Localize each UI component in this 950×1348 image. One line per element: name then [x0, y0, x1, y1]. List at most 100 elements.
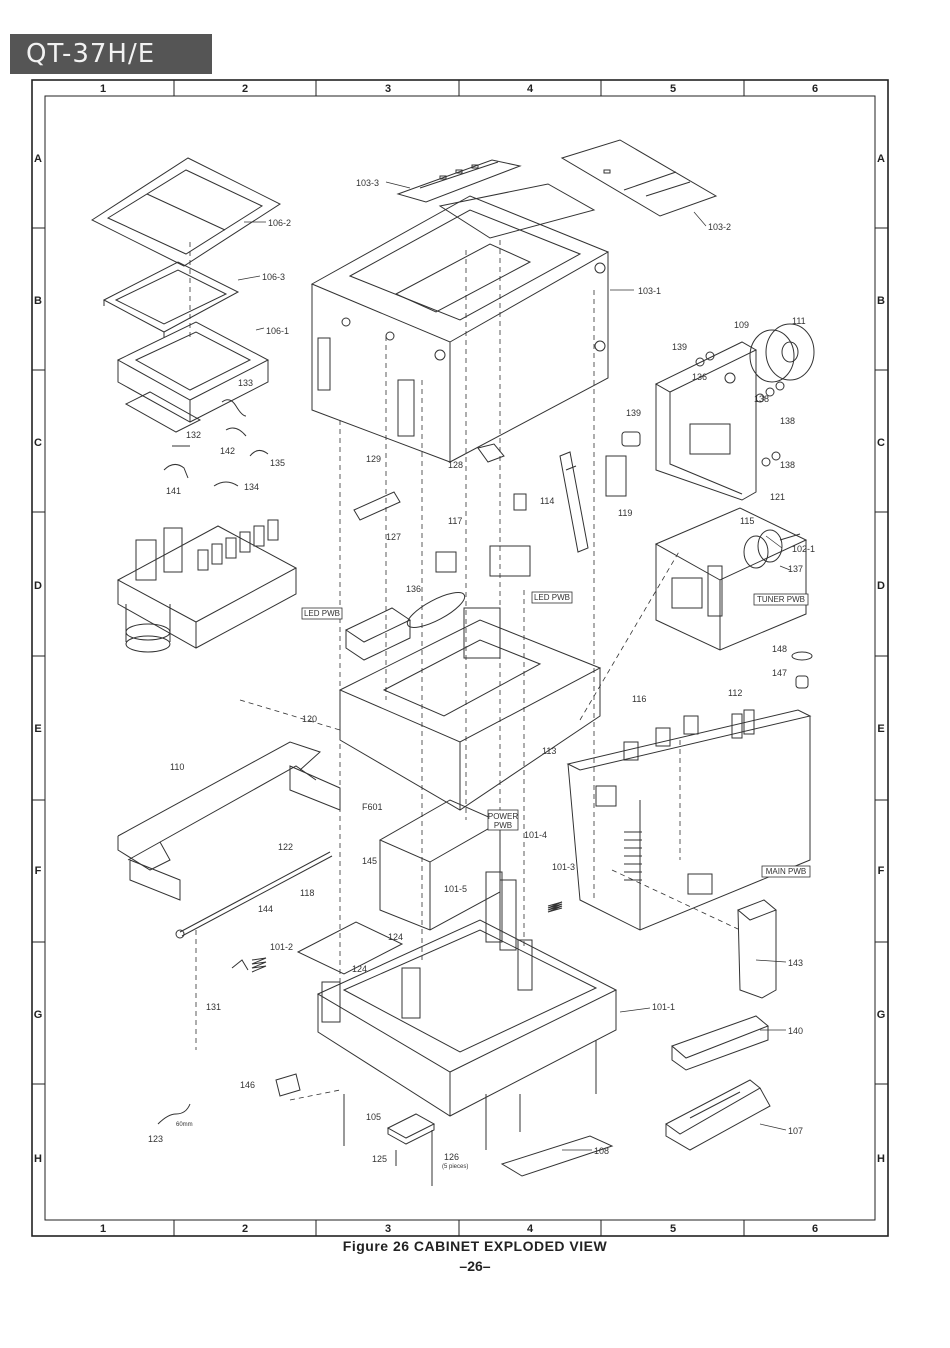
cassette-mechanism	[116, 519, 298, 653]
part-label: 135	[270, 458, 285, 468]
part-label: 144	[258, 904, 273, 914]
col-label: 5	[670, 1223, 676, 1235]
main-cabinet-103-1	[310, 183, 610, 463]
inner-frame	[44, 95, 876, 1221]
col-label: 4	[527, 1223, 534, 1235]
part-label: 106-2	[268, 218, 291, 228]
part-label: 133	[238, 378, 253, 388]
part-label: 145	[362, 856, 377, 866]
part-label: 118	[300, 888, 314, 898]
part-label: 101-5	[444, 884, 467, 894]
part-label: 107	[788, 1126, 803, 1136]
col-label: 6	[812, 83, 818, 95]
col-label: 2	[242, 83, 248, 95]
mechanism-left	[124, 391, 269, 487]
part-label: 122	[278, 842, 293, 852]
part-label: 108	[594, 1146, 609, 1156]
part-label: 116	[632, 694, 646, 704]
assembly-guides	[189, 240, 741, 1101]
led-pwb-label: LED PWB	[304, 609, 340, 618]
small-parts-center	[353, 443, 531, 577]
part-label: 127	[386, 532, 401, 542]
cover-panel-106-2	[90, 157, 282, 267]
belt-136	[406, 592, 466, 628]
part-label: 136	[406, 584, 421, 594]
row-label: H	[877, 1153, 885, 1165]
part-label: 129	[366, 454, 381, 464]
coil-stack	[624, 831, 642, 881]
row-label: B	[877, 295, 885, 307]
part-label: 109	[734, 320, 749, 330]
part-label: 106-1	[266, 326, 289, 336]
window-holder-106-1	[116, 321, 270, 423]
tuner-pwb-label: TUNER PWB	[757, 595, 805, 604]
tuner-board	[654, 507, 808, 651]
bracket-121	[654, 341, 758, 501]
power-board	[378, 799, 502, 931]
row-label: D	[34, 580, 42, 592]
bottom-case-101-1	[316, 871, 618, 1117]
outer-frame	[31, 79, 889, 1237]
col-label: 5	[670, 83, 676, 95]
col-label: 1	[100, 83, 106, 95]
model-badge: QT-37H/E	[10, 34, 212, 74]
part-label: 132	[186, 430, 201, 440]
part-label: 125	[372, 1154, 387, 1164]
col-label: 4	[527, 83, 534, 95]
led-board	[344, 607, 412, 661]
part-label: 101-2	[270, 942, 293, 952]
power-pwb-label-2: PWB	[494, 821, 512, 830]
part-label: 138	[780, 460, 795, 470]
row-labels-left: A B C D E F G H	[34, 153, 43, 1165]
part-label: 120	[302, 714, 317, 724]
page-number: –26–	[459, 1258, 491, 1274]
part-label: 113	[542, 746, 556, 756]
row-label: F	[35, 865, 42, 877]
part-label: 138	[780, 416, 795, 426]
spring-101-3	[547, 901, 563, 913]
grid-top-ticks	[173, 80, 745, 1236]
grid-side-ticks	[32, 227, 888, 1085]
part-label: 137	[788, 564, 803, 574]
antenna-119	[559, 451, 589, 553]
row-label: A	[877, 153, 885, 165]
connectors-116	[623, 715, 699, 761]
model-label: QT-37H/E	[26, 39, 156, 69]
part-label: 131	[206, 1002, 221, 1012]
row-label: G	[877, 1009, 886, 1021]
part-label: 101-4	[524, 830, 547, 840]
row-label: B	[34, 295, 42, 307]
part-label: 114	[540, 496, 554, 506]
tuner-pwb-box	[753, 593, 809, 606]
screws-126	[343, 1040, 597, 1186]
part-label: 115	[740, 516, 754, 526]
part-label: 112	[728, 688, 742, 698]
part-label: 123	[148, 1134, 163, 1144]
col-label: 6	[812, 1223, 818, 1235]
rod-144	[175, 851, 333, 939]
row-labels-right: A B C D E F G H	[877, 153, 886, 1165]
dial-137	[743, 529, 801, 569]
led-pwb-box-2	[531, 591, 573, 604]
col-label: 3	[385, 83, 391, 95]
bracket-146	[275, 1073, 301, 1097]
part-label: 111	[792, 316, 806, 326]
spring-131	[231, 957, 267, 973]
part-label: 141	[166, 486, 181, 496]
column-labels-top: 1 2 3 4 5 6	[100, 83, 818, 95]
top-panel-103-2	[560, 139, 718, 217]
bracket-143	[737, 899, 777, 999]
part-label: 143	[788, 958, 803, 968]
leader-lines	[237, 181, 791, 1151]
window-frame-106-3	[102, 261, 240, 338]
part-label: 110	[170, 762, 184, 772]
top-strip-103-3	[396, 159, 522, 203]
part-label: 148	[772, 644, 787, 654]
battery-cover-107	[665, 1079, 771, 1151]
part-label: 139	[626, 408, 641, 418]
board-labels: LED PWB LED PWB TUNER PWB POWER PWB MAIN…	[301, 591, 811, 878]
part-label: 138	[754, 394, 769, 404]
part-label: 103-3	[356, 178, 379, 188]
row-label: A	[34, 153, 42, 165]
